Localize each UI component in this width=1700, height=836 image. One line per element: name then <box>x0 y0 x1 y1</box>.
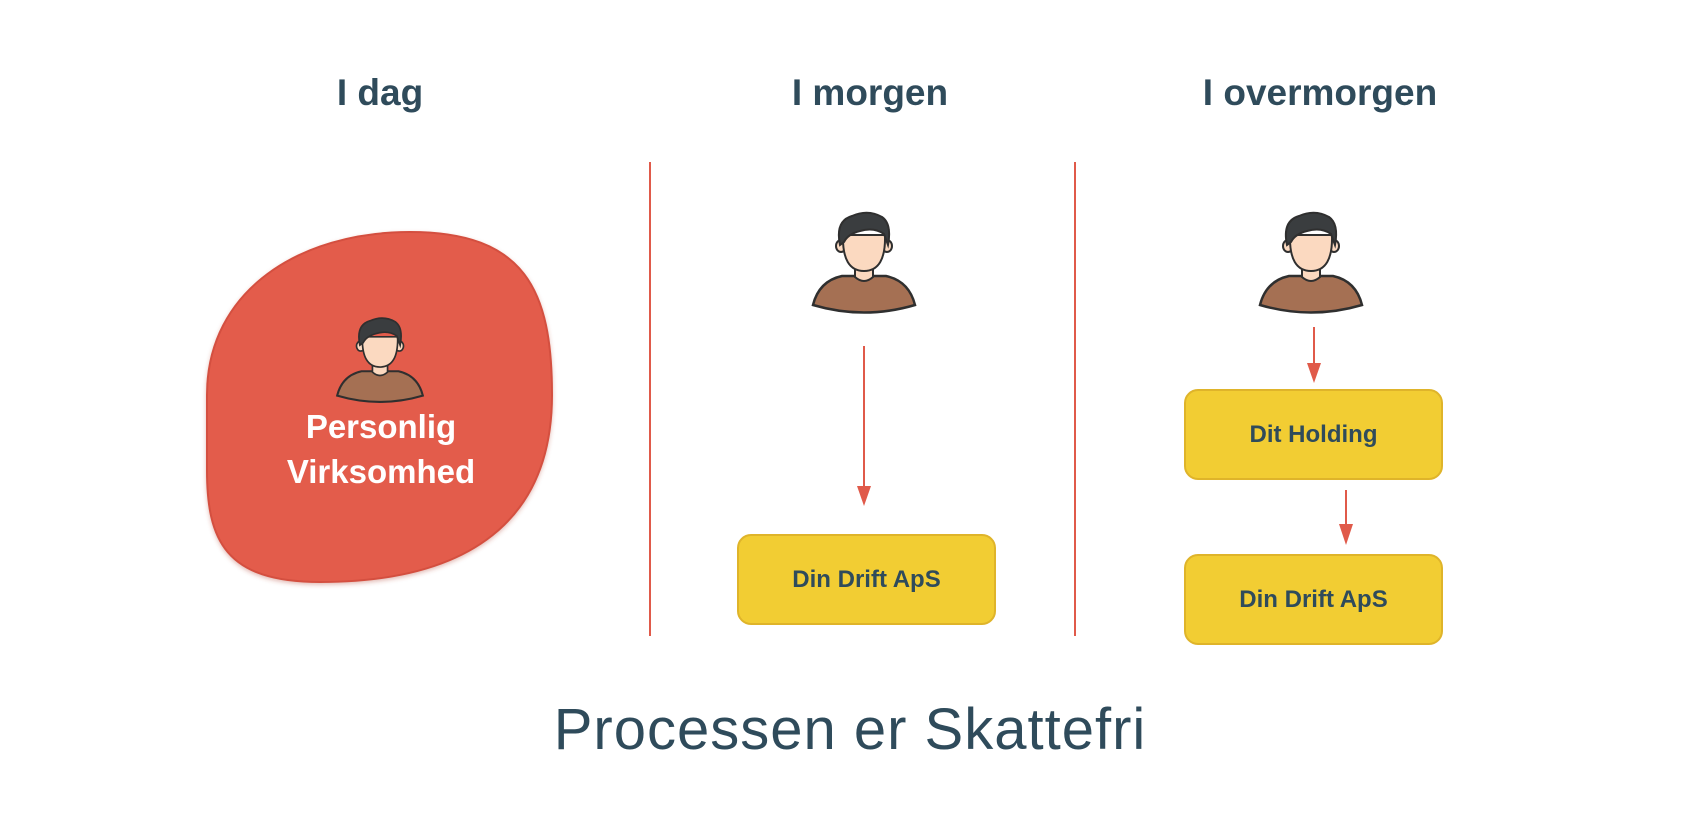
column-title-day-after-tomorrow: I overmorgen <box>1202 72 1438 113</box>
dit-holding-box: Dit Holding <box>1184 389 1443 480</box>
column-divider-1 <box>649 162 651 636</box>
arrow-down-icon <box>857 346 871 506</box>
personal-business-blob <box>206 230 554 584</box>
column-title-tomorrow: I morgen <box>791 72 949 113</box>
blob-label-line1: Personlig <box>305 408 457 445</box>
personal-business-label: Personlig Virksomhed <box>206 404 556 494</box>
person-icon <box>811 211 917 314</box>
arrow-down-icon <box>1339 490 1353 545</box>
din-drift-aps-box-2: Din Drift ApS <box>1184 554 1443 645</box>
column-divider-2 <box>1074 162 1076 636</box>
din-drift-aps-box: Din Drift ApS <box>737 534 996 625</box>
blob-label-line2: Virksomhed <box>286 453 476 490</box>
column-title-today: I dag <box>336 72 424 113</box>
footer-caption: Processen er Skattefri <box>553 697 1147 762</box>
arrow-down-icon <box>1307 327 1321 383</box>
person-icon <box>1258 211 1364 314</box>
